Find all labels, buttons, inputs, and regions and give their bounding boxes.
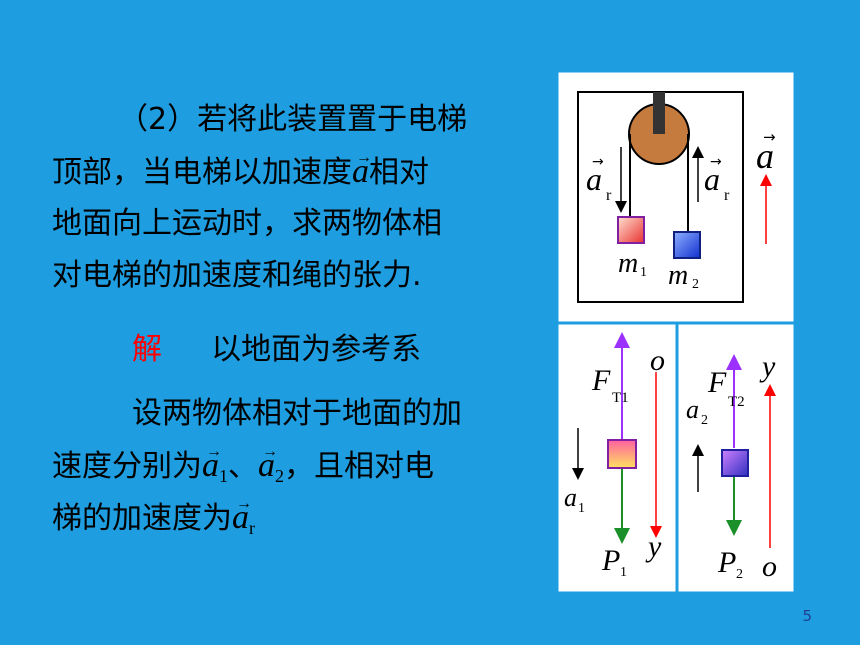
symbol-a1-sub: 1 [219,466,228,486]
solution-line-2: 设两物体相对于地面的加 [132,390,462,438]
problem-line-3: 地面向上运动时，求两物体相 [52,200,442,248]
problem-line-2: 顶部，当电梯以加速度a相对 [52,134,429,197]
label-ar-left: a [586,161,602,197]
physics-diagram: a → r a → r a → m 1 m 2 F T1 o a 1 P 1 y… [558,72,795,593]
solution-line-3: 速度分别为a1、a2，且相对电 [52,428,434,500]
label-ar-left-arrow: → [592,154,604,170]
slide-number: 5 [802,607,812,625]
fbd-block-2 [721,449,749,477]
symbol-a-vector: a [352,134,372,196]
problem-line-4-text: 对电梯的加速度和绳的张力. [52,258,422,293]
symbol-a2-vector: a [258,428,278,490]
symbol-a2-sub: 2 [275,466,284,486]
label-m2-sub: 2 [692,277,699,292]
label-p2: P [717,546,736,579]
label-ft1: F [591,364,611,397]
label-a-elevator-arrow: → [763,128,776,146]
solution-line-3-text-a: 速度分别为 [52,449,202,484]
fbd-block-1 [607,439,637,469]
label-ar-left-sub: r [606,187,612,204]
label-p1: P [601,544,620,577]
problem-line-4: 对电梯的加速度和绳的张力. [52,252,422,300]
label-a-elevator: a [756,136,774,176]
problem-line-1-text: （2）若将此装置置于电梯 [118,102,468,137]
label-ar-right: a [704,161,720,197]
solution-text: 以地面为参考系 [211,332,422,367]
label-ft2: F [707,366,727,399]
problem-line-1: （2）若将此装置置于电梯 [118,96,467,144]
label-o-left: o [650,344,665,377]
label-a2-sub: 2 [701,413,708,428]
problem-line-3-text: 地面向上运动时，求两物体相 [52,206,442,241]
label-a1: a [564,483,577,512]
label-p1-sub: 1 [620,565,627,580]
label-m1: m [618,248,638,279]
label-y-left: y [645,530,662,563]
solution-line-4-text: 梯的加速度为 [52,501,232,536]
symbol-a1-vector: a [202,428,222,490]
pulley-axle [653,92,665,134]
label-m2: m [668,260,688,291]
solution-line-4: 梯的加速度为ar [52,480,255,552]
label-o-right: o [762,550,777,583]
symbol-ar-vector: a [232,480,252,542]
label-m1-sub: 1 [640,265,647,280]
solution-line-3-text-b: 、 [228,449,258,484]
label-p2-sub: 2 [736,567,743,582]
label-y-right: y [759,350,776,383]
problem-line-2-text-b: 相对 [369,155,429,190]
solution-intro: 解 以地面为参考系 [132,326,421,374]
solution-label: 解 [132,332,162,367]
solution-line-2-text: 设两物体相对于地面的加 [132,396,462,431]
solution-line-3-text-c: ，且相对电 [284,449,434,484]
label-ft1-sub: T1 [612,390,629,406]
mass-m2-block [673,231,701,259]
mass-m1-block [617,216,645,244]
label-ar-right-arrow: → [710,154,722,170]
label-a2: a [686,395,699,424]
label-ar-right-sub: r [724,187,730,204]
label-a1-sub: 1 [578,501,585,516]
symbol-ar-sub: r [249,518,255,538]
problem-line-2-text-a: 顶部，当电梯以加速度 [52,155,352,190]
label-ft2-sub: T2 [728,394,745,410]
